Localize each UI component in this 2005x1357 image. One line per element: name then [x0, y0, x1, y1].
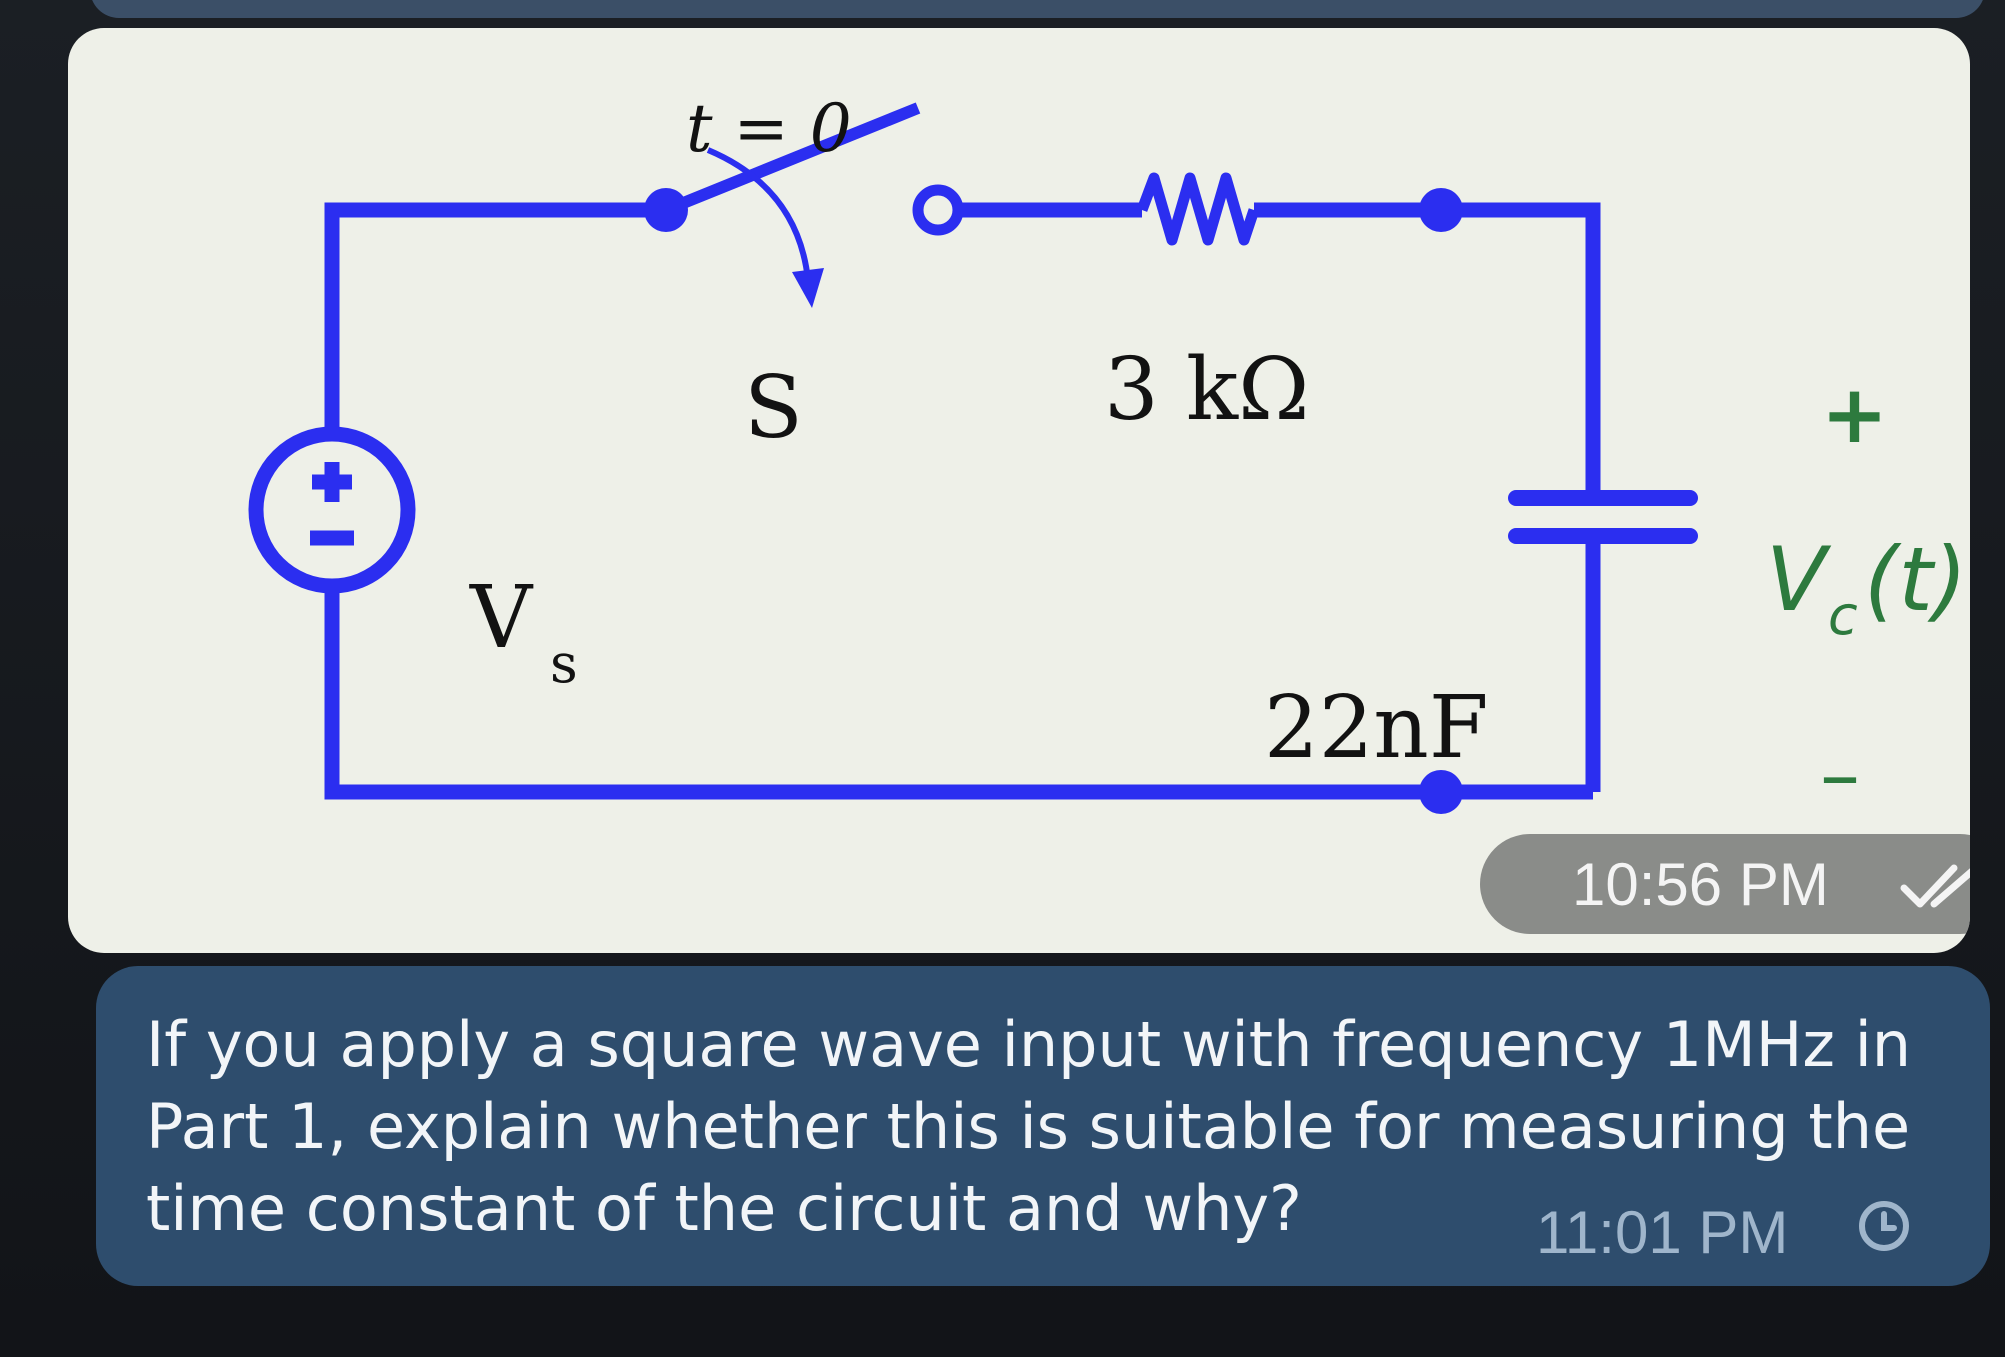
source-plus-sign [312, 462, 352, 502]
switch-blade [663, 102, 921, 216]
capacitor-label: 22nF [1264, 678, 1489, 778]
cap-voltage-symbol: V [1766, 528, 1827, 631]
cap-voltage-subscript: c [1828, 584, 1858, 647]
source-label: V [470, 568, 533, 668]
source-subscript: s [550, 632, 578, 695]
resistor-label: 3 kΩ [1104, 340, 1310, 440]
image-timestamp: 10:56 PM [1572, 850, 1829, 918]
message-timestamp: 11:01 PM [1536, 1199, 1789, 1266]
double-check-icon [1900, 864, 1970, 908]
image-timestamp-pill: 10:56 PM [1480, 834, 1970, 934]
switch-arrow [706, 147, 811, 281]
switch-time-label: t = 0 [686, 90, 852, 167]
circuit-diagram [248, 102, 1698, 814]
text-message-bubble[interactable]: If you apply a square wave input with fr… [96, 966, 1990, 1286]
image-message[interactable]: t = 0 S 3 kΩ V s 22nF + V c (t) – 10:56 … [68, 28, 1970, 953]
voltage-source [248, 426, 416, 594]
switch-contact-node [912, 184, 964, 236]
wire-top-left [324, 202, 666, 440]
resistor-zigzag [1136, 172, 1260, 246]
node-top-right [1419, 188, 1463, 232]
switch-label: S [744, 358, 803, 458]
switch-arrow-head [792, 268, 824, 308]
wire-bottom [324, 580, 1593, 800]
message-text: If you apply a square wave input with fr… [146, 1008, 1912, 1245]
previous-message-bubble[interactable] [90, 0, 1985, 18]
cap-voltage-arg: (t) [1864, 528, 1968, 631]
switch-pivot-node [644, 188, 688, 232]
cap-voltage-minus: – [1820, 728, 1860, 821]
node-bottom-right [1419, 770, 1463, 814]
clock-pending-icon [1859, 1201, 1909, 1251]
cap-voltage-plus: + [1821, 368, 1889, 461]
wire-top-right [1254, 202, 1601, 498]
